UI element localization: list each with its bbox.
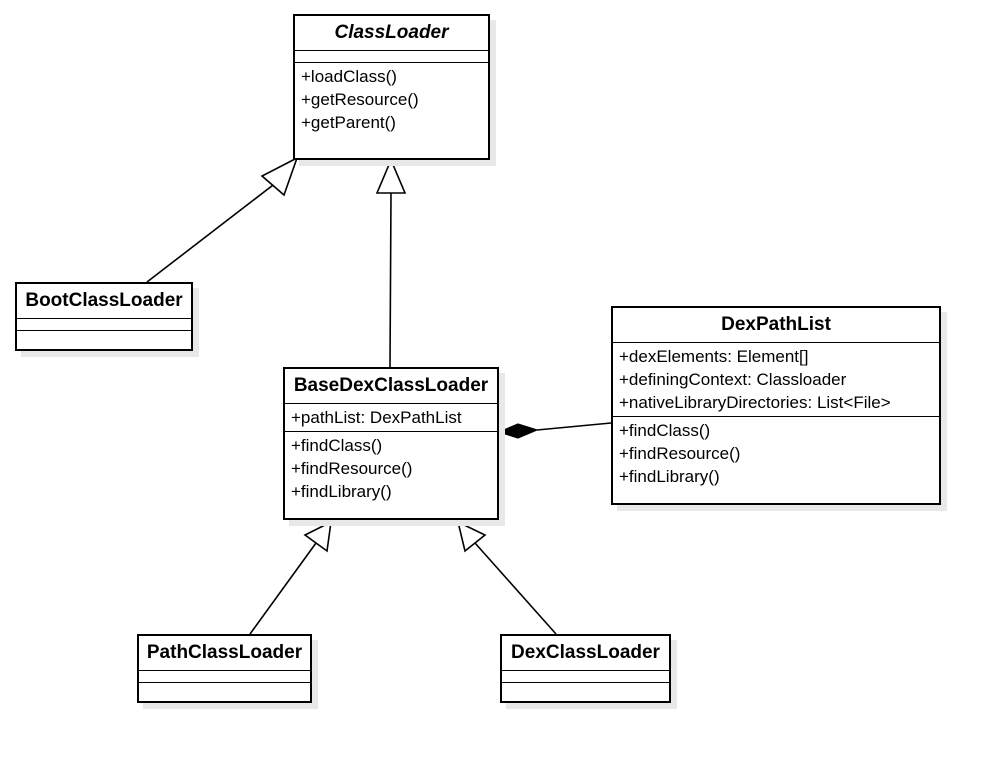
generalization-basedexclassloader-to-classloader [375, 157, 407, 368]
attributes-section [502, 671, 669, 683]
operation: +findLibrary() [619, 467, 720, 486]
class-dexclassloader[interactable]: DexClassLoader [500, 634, 671, 703]
class-name: ClassLoader [295, 16, 488, 51]
attributes-section [295, 51, 488, 63]
operations-section: +loadClass() +getResource() +getParent() [295, 63, 488, 158]
class-name: DexPathList [613, 308, 939, 343]
composition-dexpathlist-basedexclassloader [497, 422, 612, 439]
operation: +findClass() [619, 421, 711, 440]
generalization-pathclassloader-to-basedexclassloader [249, 520, 332, 635]
operation: +findLibrary() [291, 482, 392, 501]
operations-section [139, 683, 310, 701]
operations-section: +findClass() +findResource() +findLibrar… [285, 432, 497, 518]
class-name: BootClassLoader [17, 284, 191, 319]
attribute: +definingContext: Classloader [619, 370, 847, 389]
class-name: PathClassLoader [139, 636, 310, 671]
attributes-section: +dexElements: Element[] +definingContext… [613, 343, 939, 417]
generalization-dexclassloader-to-basedexclassloader [456, 520, 557, 635]
class-basedexclassloader[interactable]: BaseDexClassLoader +pathList: DexPathLis… [283, 367, 499, 520]
operation: +findResource() [291, 459, 413, 478]
attribute: +dexElements: Element[] [619, 347, 809, 366]
operation: +findResource() [619, 444, 741, 463]
class-classloader[interactable]: ClassLoader +loadClass() +getResource() … [293, 14, 490, 160]
attribute: +pathList: DexPathList [291, 408, 462, 427]
attributes-section: +pathList: DexPathList [285, 404, 497, 432]
operation: +loadClass() [301, 67, 397, 86]
operations-section: +findClass() +findResource() +findLibrar… [613, 417, 939, 503]
class-name: BaseDexClassLoader [285, 369, 497, 404]
operation: +getResource() [301, 90, 419, 109]
operation: +getParent() [301, 113, 396, 132]
class-pathclassloader[interactable]: PathClassLoader [137, 634, 312, 703]
operation: +findClass() [291, 436, 383, 455]
attributes-section [17, 319, 191, 331]
attributes-section [139, 671, 310, 683]
class-dexpathlist[interactable]: DexPathList +dexElements: Element[] +def… [611, 306, 941, 505]
attribute: +nativeLibraryDirectories: List<File> [619, 393, 891, 412]
generalization-bootclassloader-to-classloader [146, 156, 299, 283]
class-name: DexClassLoader [502, 636, 669, 671]
class-bootclassloader[interactable]: BootClassLoader [15, 282, 193, 351]
operations-section [502, 683, 669, 701]
operations-section [17, 331, 191, 349]
